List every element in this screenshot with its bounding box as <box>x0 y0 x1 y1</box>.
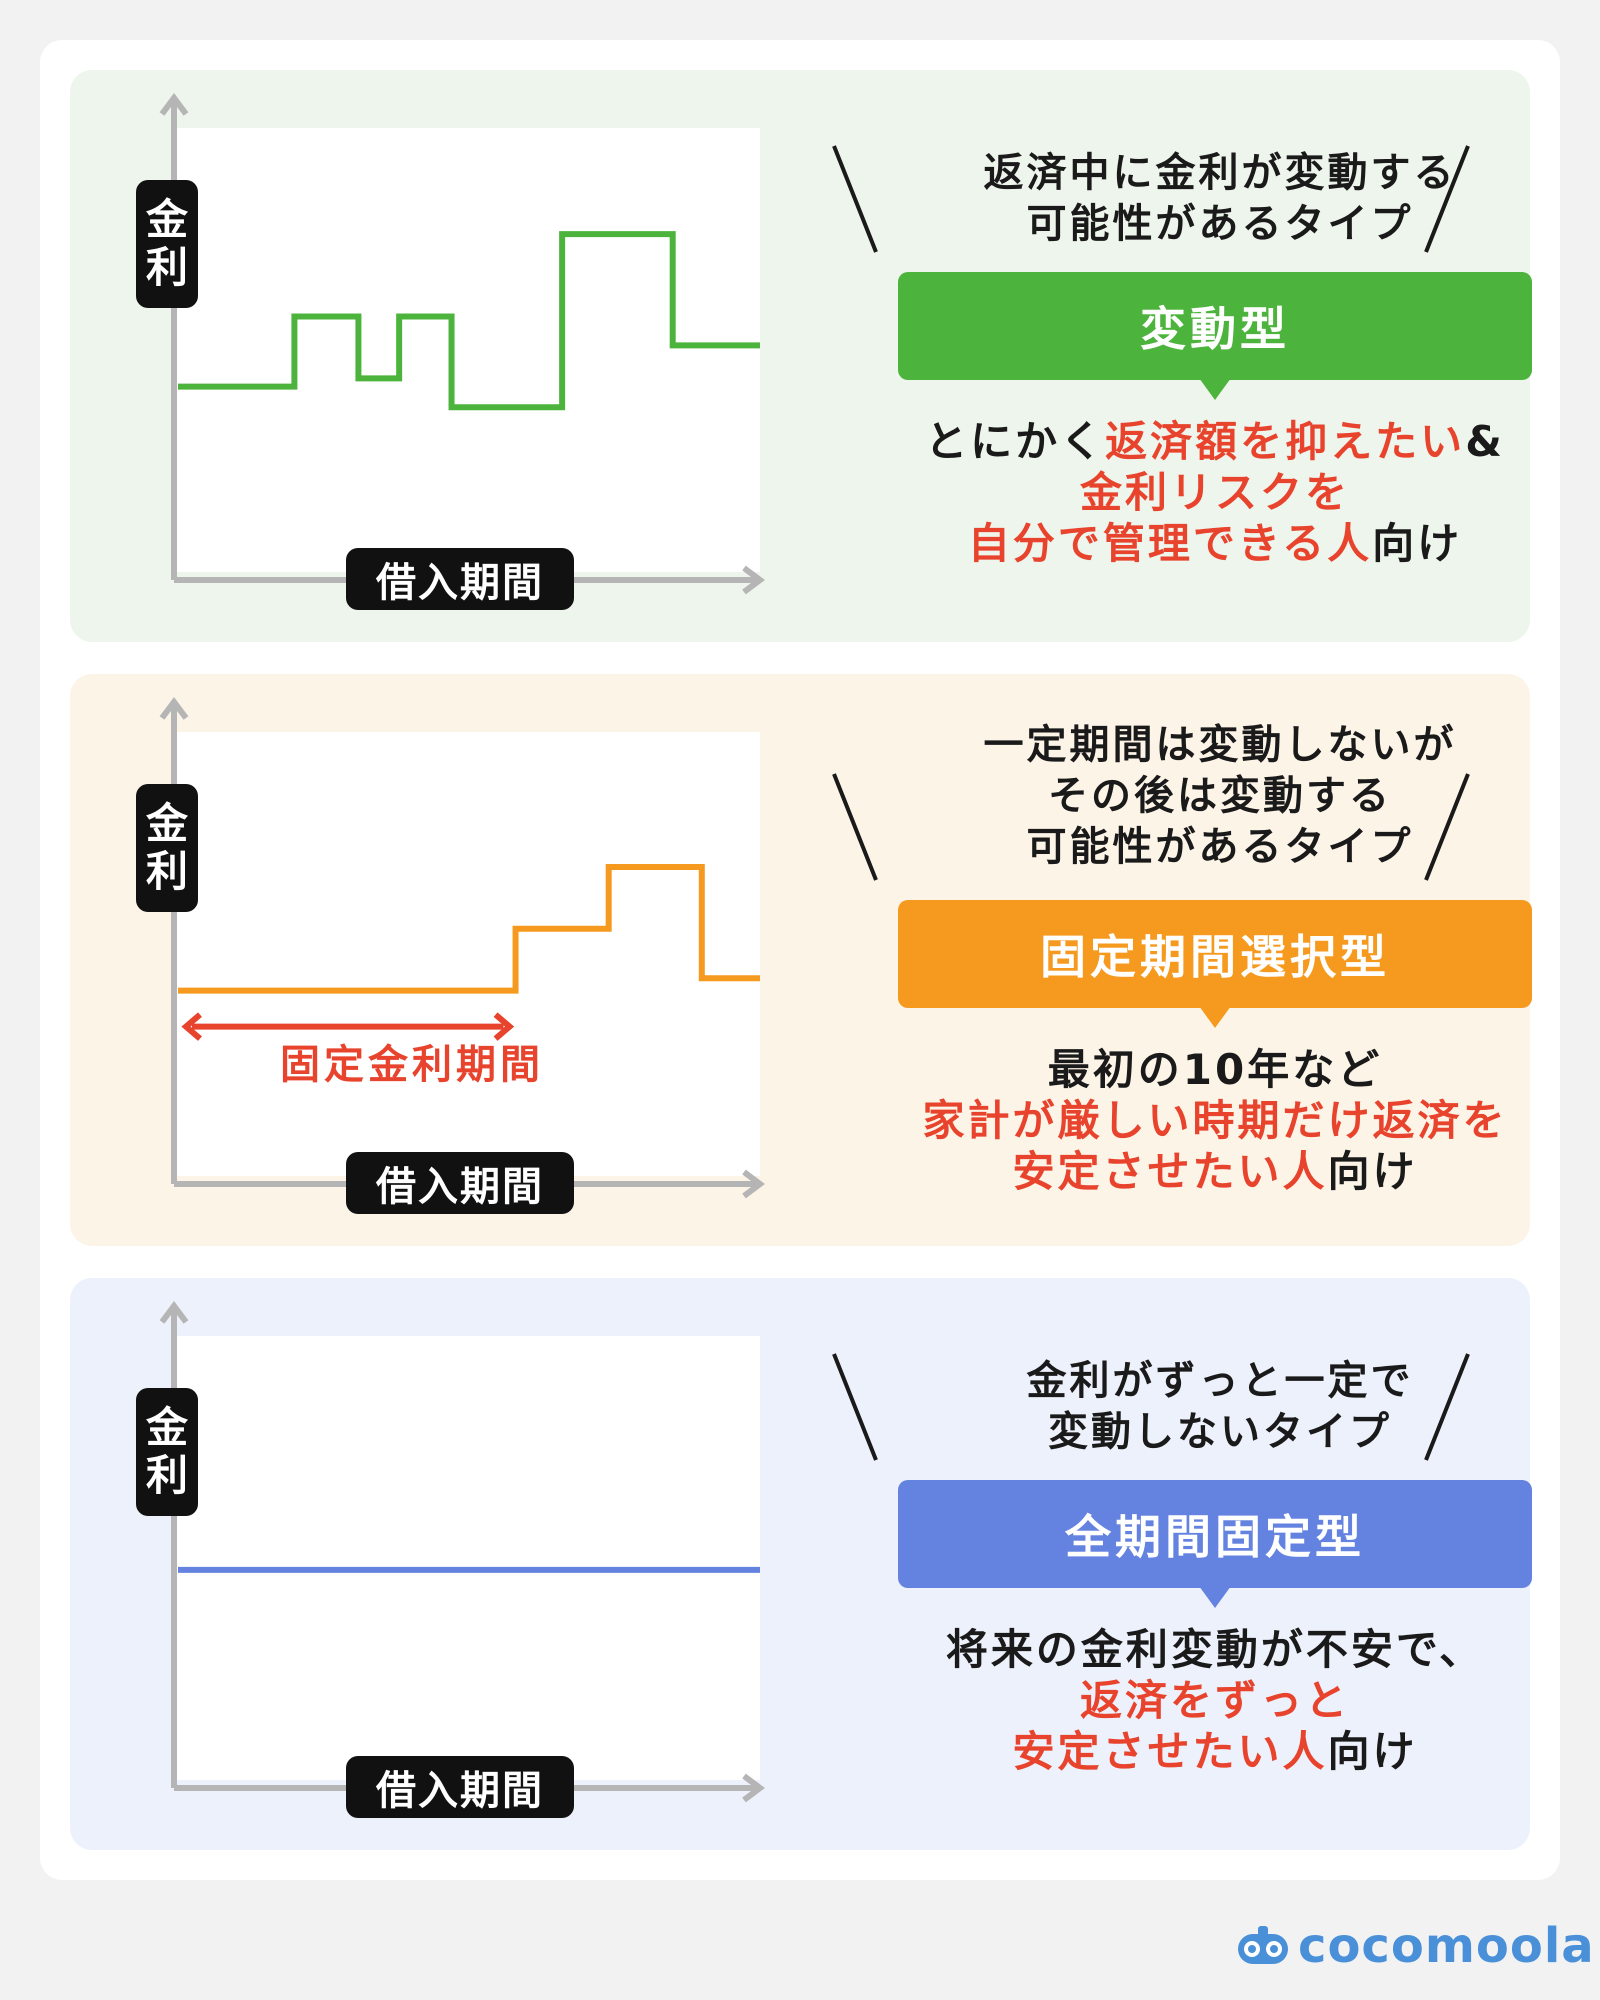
description-line: 可能性があるタイプ <box>1026 201 1414 247</box>
plot-area <box>174 732 760 1176</box>
y-axis-char: 利 <box>145 847 188 896</box>
panel-fixed-period: 金 利 固定金利期間 借入期間 一定期間は変動しないが その後は変動する 可能性… <box>70 674 1532 1246</box>
plain-text: 向け <box>1327 1147 1418 1196</box>
x-axis-label: 借入期間 <box>346 548 574 610</box>
highlight-text: 家計が厳しい時期だけ返済を <box>922 1096 1508 1145</box>
type-description: 金利がずっと一定で 変動しないタイプ <box>930 1356 1510 1458</box>
target-line: 安定させたい人向け <box>880 1726 1550 1777</box>
right-slash-decoration <box>1424 1353 1470 1461</box>
type-description: 返済中に金利が変動する 可能性があるタイプ <box>930 148 1510 250</box>
highlight-text: 安定させたい人 <box>1012 1727 1328 1776</box>
y-axis-label: 金 利 <box>136 1388 198 1516</box>
rate-chart <box>159 93 765 595</box>
target-line: 返済をずっと <box>880 1675 1550 1726</box>
left-slash-decoration <box>832 145 878 253</box>
logo-text: cocomoola <box>1298 1918 1595 1974</box>
target-line: 安定させたい人向け <box>880 1146 1550 1197</box>
fixed-period-arrowhead-right <box>493 1012 515 1041</box>
panel-variable-rate: 金 利 借入期間 返済中に金利が変動する 可能性があるタイプ 変動型 とにかく返… <box>70 70 1532 642</box>
y-axis-char: 利 <box>145 243 188 292</box>
target-line: 家計が厳しい時期だけ返済を <box>880 1095 1550 1146</box>
description-line: 可能性があるタイプ <box>1026 824 1414 870</box>
x-axis-arrowhead <box>742 1773 765 1803</box>
description-line: その後は変動する <box>1048 773 1392 819</box>
target-line: 最初の10年など <box>880 1044 1550 1095</box>
type-description: 一定期間は変動しないが その後は変動する 可能性があるタイプ <box>930 720 1510 873</box>
plain-text: 向け <box>1372 519 1463 568</box>
plain-text: 向け <box>1327 1727 1418 1776</box>
y-axis-char: 金 <box>145 195 188 244</box>
left-slash-decoration <box>832 1353 878 1461</box>
y-axis-arrowhead <box>159 1301 189 1324</box>
fixed-rate-period-label: 固定金利期間 <box>280 1042 544 1088</box>
x-axis-arrowhead <box>742 1169 765 1199</box>
x-axis-arrowhead <box>742 565 765 595</box>
target-audience: 最初の10年など家計が厳しい時期だけ返済を安定させたい人向け <box>880 1044 1550 1197</box>
highlight-text: 安定させたい人 <box>1012 1147 1328 1196</box>
y-axis-arrowhead <box>159 93 189 116</box>
highlight-text: 金利リスクを <box>1079 468 1350 517</box>
plain-text: 最初の10年など <box>1047 1045 1383 1094</box>
type-label-box: 全期間固定型 <box>898 1480 1532 1608</box>
y-axis-char: 金 <box>145 1403 188 1452</box>
plot-area <box>174 1336 760 1780</box>
type-label-box: 変動型 <box>898 272 1532 400</box>
target-line: とにかく返済額を抑えたい& <box>880 416 1550 467</box>
description-line: 金利がずっと一定で <box>1026 1358 1414 1404</box>
target-line: 金利リスクを <box>880 467 1550 518</box>
target-audience: 将来の金利変動が不安で、返済をずっと安定させたい人向け <box>880 1624 1550 1777</box>
highlight-text: 返済額を抑えたい <box>1105 417 1466 466</box>
description-line: 一定期間は変動しないが <box>983 722 1457 768</box>
cocomoola-logo: cocomoola <box>1234 1918 1595 1974</box>
x-axis-label: 借入期間 <box>346 1152 574 1214</box>
rate-line <box>178 231 760 411</box>
rate-chart <box>159 697 765 1199</box>
rate-line <box>178 864 760 994</box>
plain-text: & <box>1465 417 1505 466</box>
y-axis-label: 金 利 <box>136 784 198 912</box>
highlight-text: 返済をずっと <box>1079 1676 1350 1725</box>
left-slash-decoration <box>832 773 878 881</box>
logo-icon <box>1238 1926 1288 1964</box>
rate-chart <box>159 1301 765 1803</box>
x-axis-label: 借入期間 <box>346 1756 574 1818</box>
target-line: 自分で管理できる人向け <box>880 518 1550 569</box>
highlight-text: 自分で管理できる人 <box>967 519 1373 568</box>
type-label-box: 固定期間選択型 <box>898 900 1532 1028</box>
target-audience: とにかく返済額を抑えたい&金利リスクを自分で管理できる人向け <box>880 416 1550 569</box>
y-axis-char: 金 <box>145 799 188 848</box>
panel-full-fixed: 金 利 借入期間 金利がずっと一定で 変動しないタイプ 全期間固定型 将来の金利… <box>70 1278 1532 1850</box>
plot-area <box>174 128 760 572</box>
y-axis-arrowhead <box>159 697 189 720</box>
y-axis-char: 利 <box>145 1451 188 1500</box>
plain-text: 将来の金利変動が不安で、 <box>945 1625 1485 1674</box>
target-line: 将来の金利変動が不安で、 <box>880 1624 1550 1675</box>
y-axis-label: 金 利 <box>136 180 198 308</box>
description-line: 変動しないタイプ <box>1048 1409 1392 1455</box>
right-slash-decoration <box>1424 145 1470 253</box>
right-slash-decoration <box>1424 773 1470 881</box>
fixed-period-arrowhead-left <box>181 1012 202 1041</box>
description-line: 返済中に金利が変動する <box>983 150 1457 196</box>
plain-text: とにかく <box>925 417 1106 466</box>
